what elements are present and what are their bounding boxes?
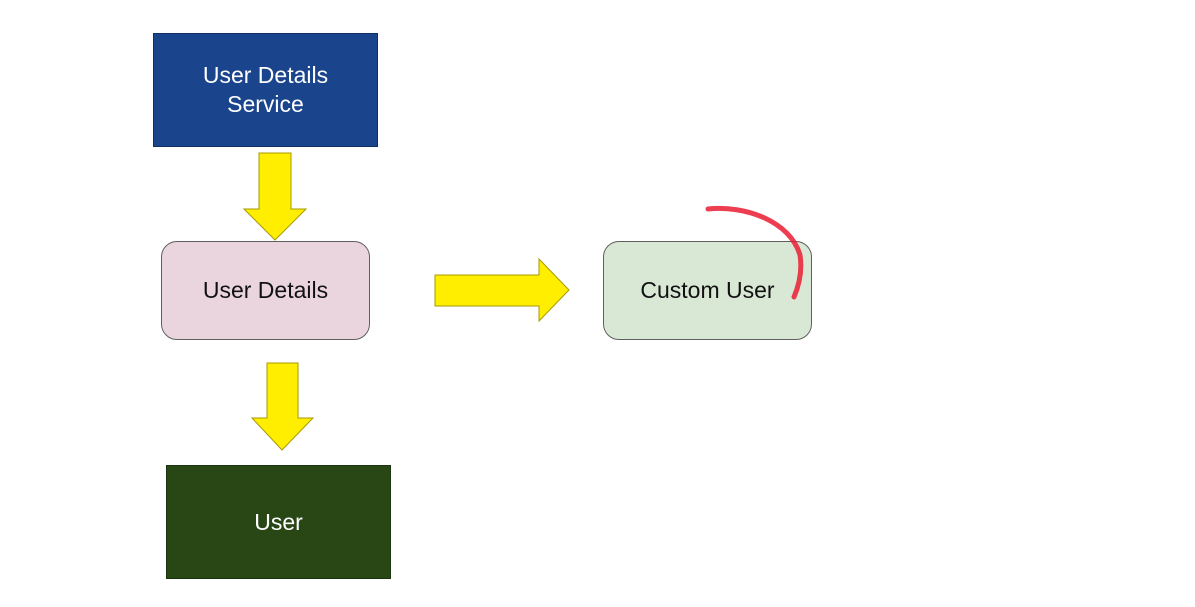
user-details-service-box: User Details Service — [153, 33, 378, 147]
user-details-box: User Details — [161, 241, 370, 340]
arrow-details-to-custom-user — [434, 257, 570, 323]
custom-user-box: Custom User — [603, 241, 812, 340]
user-details-label: User Details — [202, 277, 329, 303]
user-label: User — [254, 508, 303, 535]
arrow-service-to-details — [242, 152, 308, 241]
custom-user-label: Custom User — [640, 277, 775, 303]
user-box: User — [166, 465, 391, 579]
user-details-service-label: User Details Service — [202, 62, 329, 117]
red-pen-annotation-stroke — [705, 205, 804, 300]
arrow-details-to-user — [250, 362, 315, 451]
